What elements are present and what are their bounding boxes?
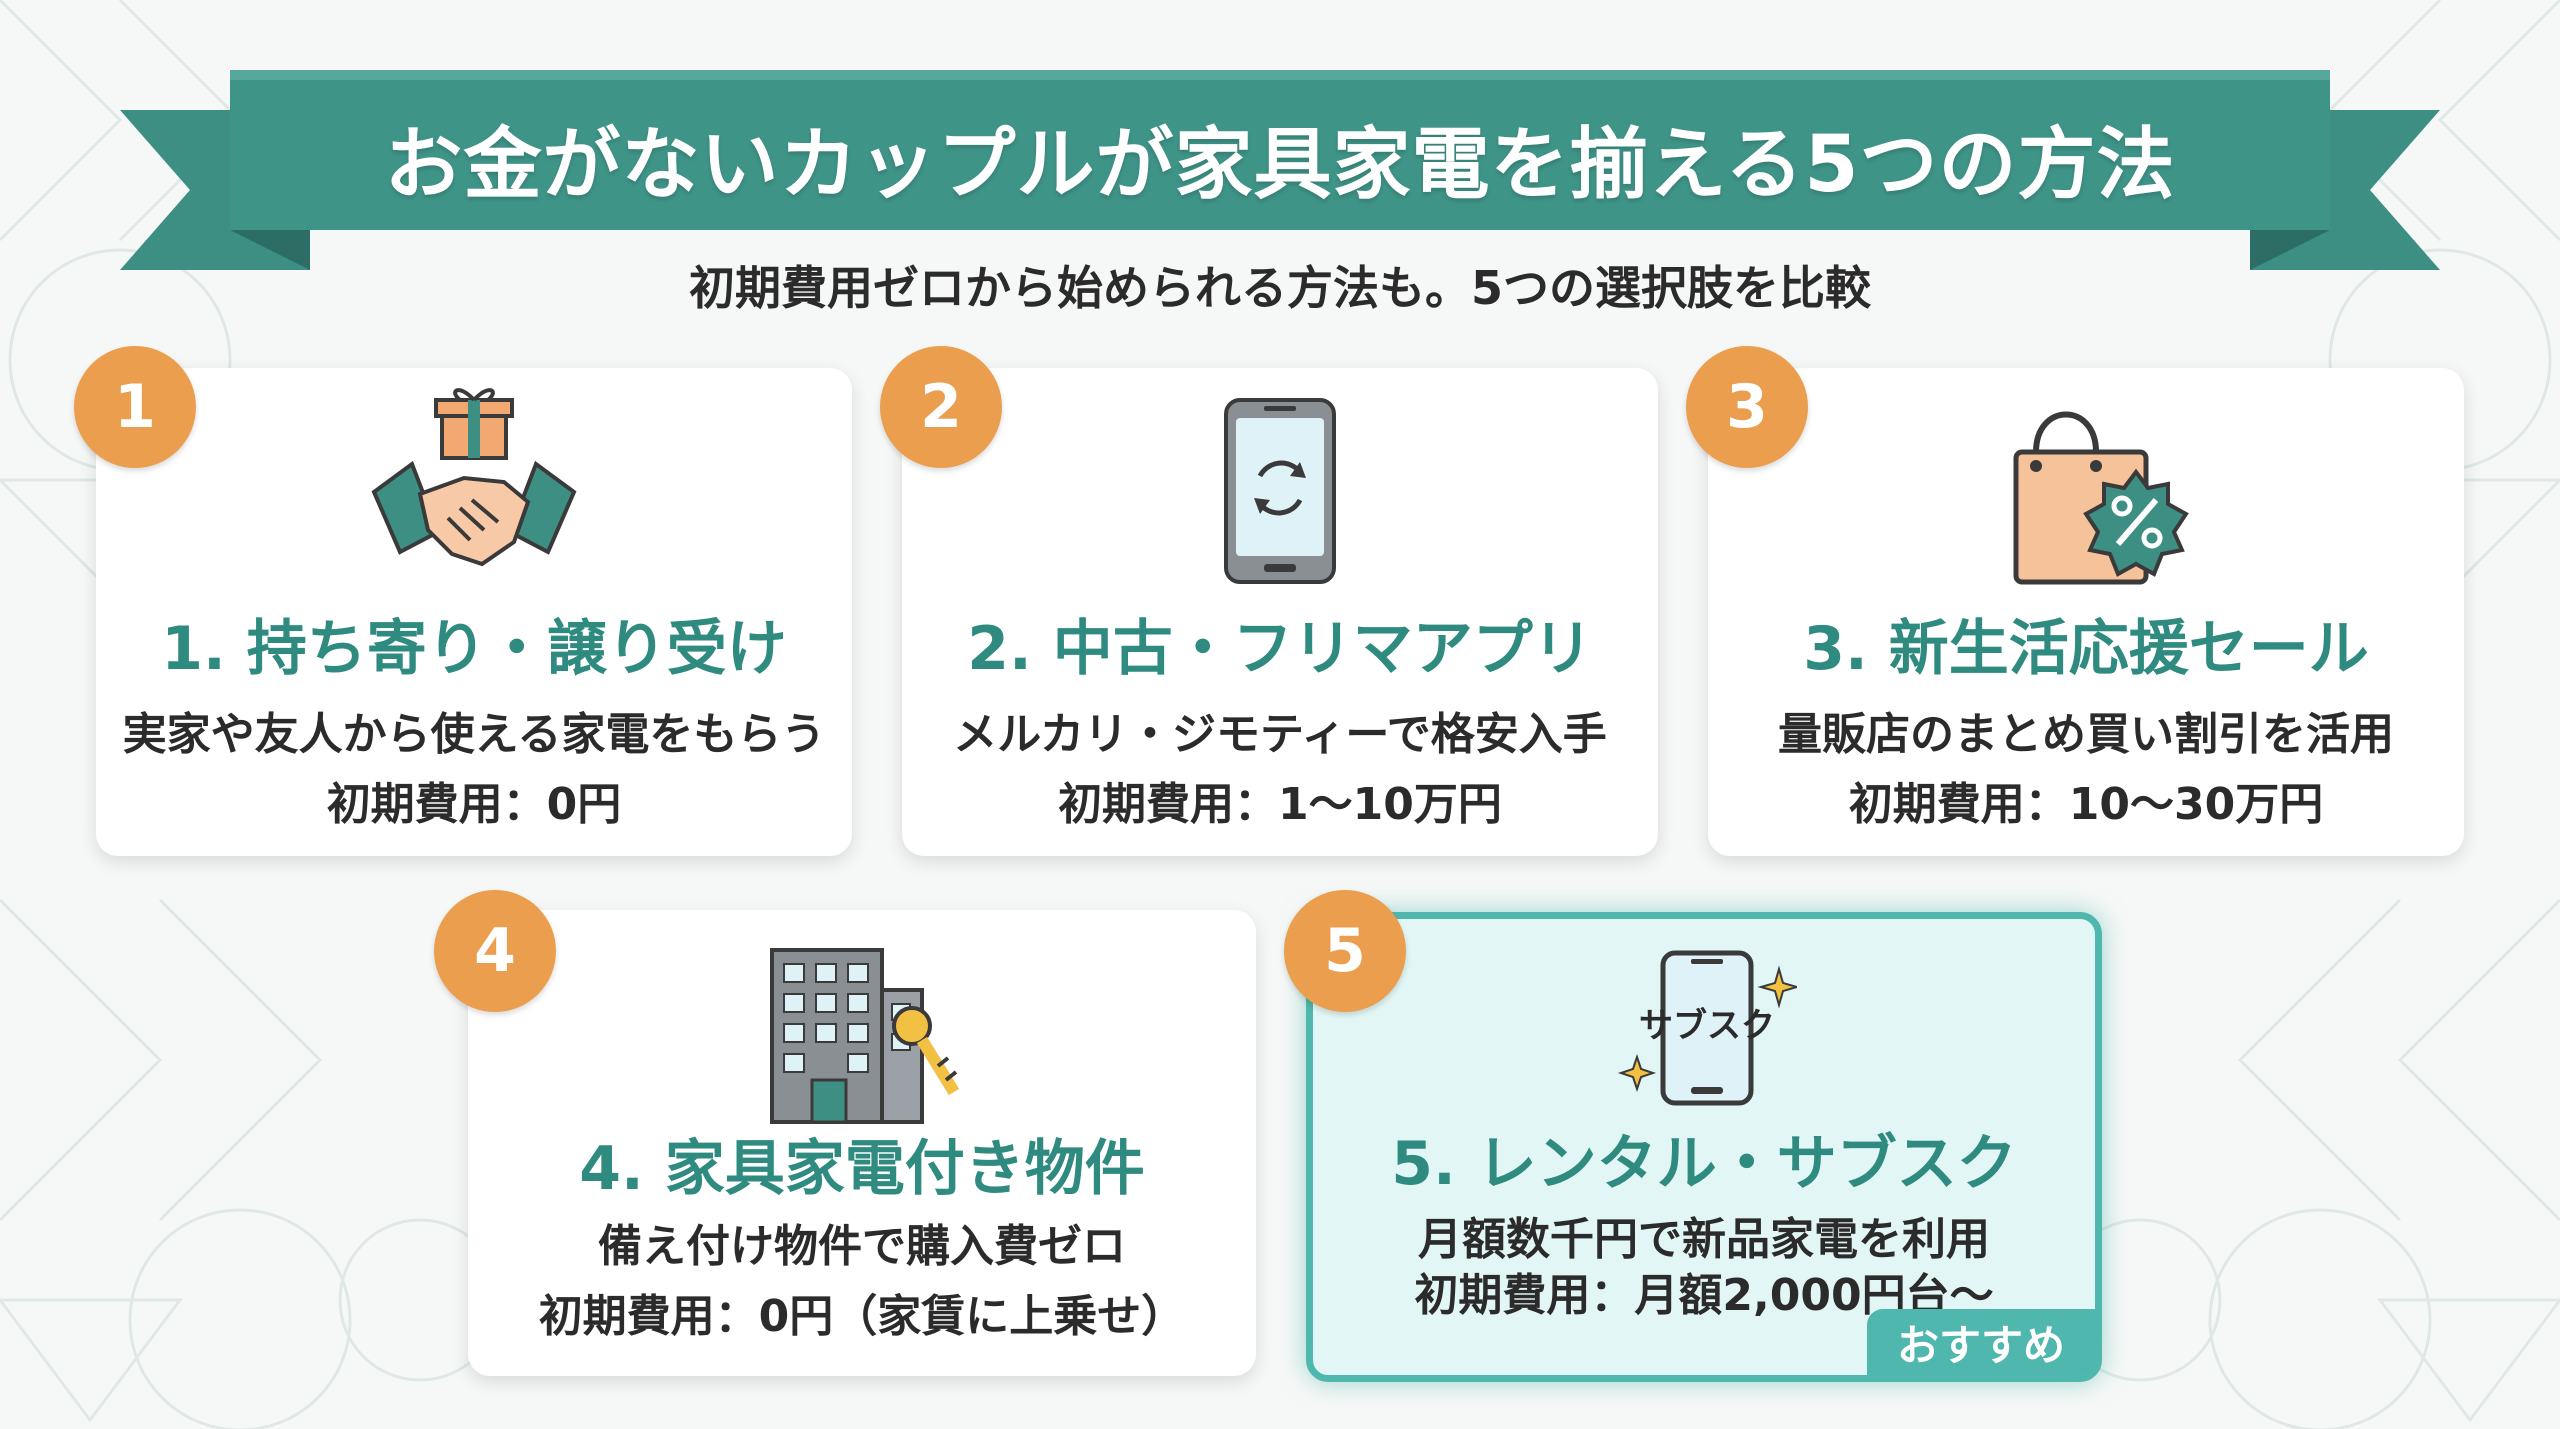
number-badge-4: 4	[434, 890, 556, 1012]
method-description: メルカリ・ジモティーで格安入手	[953, 709, 1607, 760]
subscription-icon-label: サブスク	[1639, 1006, 1775, 1046]
method-cost: 初期費用：10〜30万円	[1848, 779, 2324, 830]
smartphone-recycle-icon	[1224, 398, 1336, 584]
number-badge-3: 3	[1686, 346, 1808, 468]
method-description: 備え付け物件で購入費ゼロ	[598, 1221, 1126, 1272]
method-title: 1. 持ち寄り・譲り受け	[161, 614, 787, 684]
method-card-3: 3. 新生活応援セール 量販店のまとめ買い割引を活用 初期費用：10〜30万円	[1708, 368, 2464, 856]
method-description: 実家や友人から使える家電をもらう	[122, 709, 826, 760]
method-cost: 初期費用：0円（家賃に上乗せ）	[538, 1291, 1186, 1342]
number-badge-5: 5	[1284, 890, 1406, 1012]
method-description: 月額数千円で新品家電を利用	[1418, 1214, 1990, 1265]
page-subtitle: 初期費用ゼロから始められる方法も。5つの選択肢を比較	[688, 261, 1871, 315]
recommended-tag: おすすめ	[1867, 1309, 2095, 1375]
number-badge-2: 2	[880, 346, 1002, 468]
method-title: 5. レンタル・サブスク	[1391, 1129, 2017, 1199]
method-cost: 初期費用：0円	[326, 779, 622, 830]
method-description: 量販店のまとめ買い割引を活用	[1778, 709, 2394, 760]
method-cost: 初期費用：1〜10万円	[1058, 779, 1502, 830]
building-key-icon	[770, 948, 960, 1124]
method-title: 3. 新生活応援セール	[1803, 614, 2369, 684]
method-title: 4. 家具家電付き物件	[579, 1134, 1145, 1204]
method-card-1: 1. 持ち寄り・譲り受け 実家や友人から使える家電をもらう 初期費用：0円	[96, 368, 852, 856]
method-card-5: サブスク 5. レンタル・サブスク 月額数千円で新品家電を利用 初期費用：月額2…	[1306, 912, 2102, 1382]
method-title: 2. 中古・フリマアプリ	[967, 614, 1593, 684]
title-ribbon	[120, 70, 2440, 270]
smartphone-subscription-icon: サブスク	[1617, 950, 1797, 1106]
method-card-4: 4. 家具家電付き物件 備え付け物件で購入費ゼロ 初期費用：0円（家賃に上乗せ）	[468, 910, 1256, 1376]
handshake-gift-icon	[371, 388, 577, 567]
number-badge-1: 1	[74, 346, 196, 468]
shopping-bag-discount-icon	[2013, 411, 2189, 585]
method-card-2: 2. 中古・フリマアプリ メルカリ・ジモティーで格安入手 初期費用：1〜10万円	[902, 368, 1658, 856]
page-title: お金がないカップルが家具家電を揃える5つの方法	[384, 120, 2176, 210]
